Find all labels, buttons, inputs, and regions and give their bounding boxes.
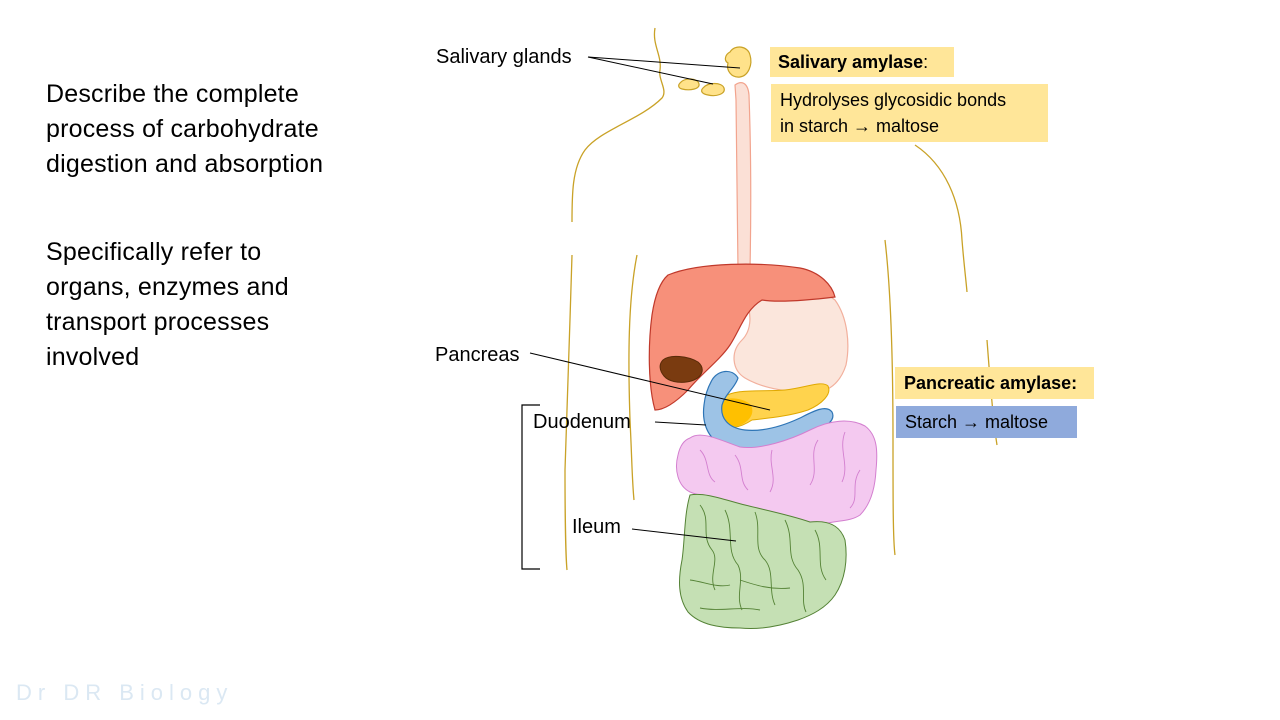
small-intestine — [679, 493, 847, 629]
pancreatic-amylase-title: Pancreatic amylase: — [904, 373, 1078, 393]
pancreatic-desc: Starch → maltose — [905, 412, 1049, 432]
oesophagus — [734, 82, 752, 271]
salivary-amylase-box: Salivary amylase: — [770, 47, 954, 77]
salivary-desc-line-1: Hydrolyses glycosidic bonds — [780, 90, 1007, 110]
salivary-desc-line-2: in starch → maltose — [780, 116, 940, 136]
salivary-amylase-title: Salivary amylase — [778, 52, 924, 72]
duodenum-shape — [702, 370, 834, 455]
instruction-line-4: involved — [46, 343, 140, 371]
pancreatic-amylase-box: Pancreatic amylase: — [895, 367, 1094, 399]
pancreatic-amylase-description-box: Starch → maltose — [896, 406, 1077, 438]
question-line-3: digestion and absorption — [46, 150, 324, 178]
label-pancreas: Pancreas — [435, 344, 520, 366]
bracket — [521, 404, 540, 570]
question-text: Describe the complete process of carbohy… — [46, 77, 366, 182]
salivary-amylase-description-box: Hydrolyses glycosidic bonds in starch → … — [771, 84, 1048, 142]
label-ileum: Ileum — [572, 516, 621, 538]
label-pointer-lines — [529, 56, 771, 542]
salivary-glands — [678, 46, 752, 97]
watermark: Dr DR Biology — [16, 680, 234, 705]
instruction-line-1: Specifically refer to — [46, 238, 262, 266]
label-salivary-glands: Salivary glands — [436, 46, 572, 68]
question-line-2: process of carbohydrate — [46, 115, 319, 143]
gall-bladder — [659, 355, 703, 383]
question-line-1: Describe the complete — [46, 80, 299, 108]
salivary-amylase-colon: : — [923, 52, 929, 72]
instruction-line-2: organs, enzymes and — [46, 273, 289, 301]
instruction-text: Specifically refer to organs, enzymes an… — [46, 235, 326, 375]
instruction-line-3: transport processes — [46, 308, 270, 336]
label-duodenum: Duodenum — [533, 411, 631, 433]
